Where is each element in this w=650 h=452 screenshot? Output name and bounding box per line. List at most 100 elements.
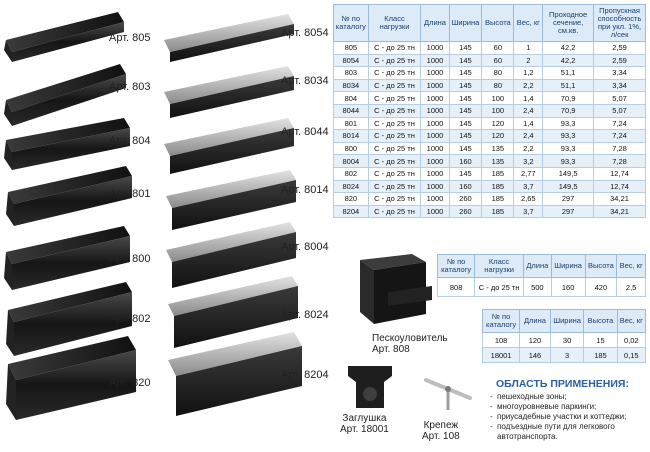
- table-cell: 5,07: [593, 91, 646, 105]
- end-cap-image: [348, 366, 392, 408]
- table-cell: 30: [549, 332, 585, 348]
- table-cell: 146: [519, 347, 551, 363]
- table-cell: 18001: [481, 347, 521, 363]
- table-cell: 145: [448, 41, 483, 55]
- table-cell: 2,4: [513, 103, 544, 118]
- table-cell: 160: [448, 179, 483, 194]
- right-products-pane: [164, 14, 302, 416]
- end-cap-caption-line2: Арт. 18001: [340, 424, 389, 435]
- table-cell: 8204: [333, 204, 369, 219]
- sand-header-catalog-no: № по каталогу: [436, 254, 476, 278]
- table-cell: 2: [513, 53, 544, 68]
- sand-header-load-class: Класс нагрузки: [474, 254, 524, 278]
- plug-header-weight: Вес, кг: [616, 309, 647, 333]
- channel-8044-image: [164, 118, 294, 174]
- table-cell: 1000: [420, 204, 450, 219]
- table-cell: 160: [550, 277, 586, 297]
- table-cell: С - до 25 тн: [367, 141, 422, 156]
- table-cell: 8014: [333, 129, 369, 143]
- table-cell: 1000: [420, 116, 450, 131]
- application-item-text: приусадебные участки и коттеджи;: [497, 412, 627, 421]
- header-weight: Вес, кг: [513, 4, 544, 42]
- table-cell: 185: [481, 166, 515, 181]
- table-cell: 260: [448, 192, 483, 206]
- table-cell: 93,3: [542, 116, 595, 131]
- sand-trap-caption-line1: Пескоуловитель: [372, 333, 448, 344]
- label-art-802: Арт. 802: [109, 313, 151, 325]
- table-cell: 260: [448, 204, 483, 219]
- main-spec-table: № по каталогу Класс нагрузки Длина Ширин…: [333, 4, 646, 219]
- channel-804-image: [4, 118, 130, 170]
- plug-fastener-table: № по каталогу Длина Ширина Высота Вес, к…: [481, 309, 647, 363]
- table-cell: 0,02: [616, 332, 647, 348]
- table-cell: 34,21: [593, 204, 646, 219]
- table-cell: 7,28: [593, 141, 646, 156]
- label-art-8034: Арт. 8034: [281, 75, 329, 87]
- channel-8024-image: [168, 276, 298, 348]
- table-cell: 297: [542, 204, 595, 219]
- header-height: Высота: [481, 4, 515, 42]
- table-cell: С - до 25 тн: [367, 166, 422, 181]
- table-cell: 1000: [420, 103, 450, 118]
- table-cell: 3,7: [513, 204, 544, 219]
- channel-802-image: [6, 282, 132, 356]
- table-cell: 185: [481, 192, 515, 206]
- table-cell: 15: [583, 332, 618, 348]
- table-cell: 297: [542, 192, 595, 206]
- channel-8004-image: [166, 222, 296, 288]
- table-cell: 1000: [420, 78, 450, 93]
- application-item: -многоуровневые паркинги;: [490, 402, 597, 411]
- application-item: автотранспорта.: [490, 432, 626, 442]
- header-capacity: Пропускная способность при укл. 1%, л/се…: [593, 4, 646, 42]
- table-cell: 3,7: [513, 179, 544, 194]
- label-art-803: Арт. 803: [109, 81, 151, 93]
- application-item-text: пешеходные зоны;: [497, 392, 567, 401]
- table-cell: С - до 25 тн: [367, 129, 422, 143]
- table-cell: 93,3: [542, 129, 595, 143]
- table-cell: С - до 25 тн: [367, 179, 422, 194]
- header-width: Ширина: [448, 4, 483, 42]
- table-cell: 500: [522, 277, 552, 297]
- end-cap-caption-line1: Заглушка: [342, 413, 387, 424]
- label-art-804: Арт. 804: [109, 135, 151, 147]
- table-cell: 120: [519, 332, 551, 348]
- fastener-caption: Крепеж Арт. 108: [422, 420, 460, 442]
- table-cell: 145: [448, 78, 483, 93]
- table-cell: 3: [549, 347, 585, 363]
- table-cell: 1000: [420, 179, 450, 194]
- sand-header-height: Высота: [584, 254, 618, 278]
- table-cell: С - до 25 тн: [367, 91, 422, 105]
- header-catalog-no: № по каталогу: [333, 4, 369, 42]
- label-art-8004: Арт. 8004: [281, 241, 329, 253]
- plug-header-height: Высота: [583, 309, 618, 333]
- label-art-8024: Арт. 8024: [281, 309, 329, 321]
- sand-trap-caption: Пескоуловитель Арт. 808: [372, 333, 448, 355]
- table-cell: 2,65: [513, 192, 544, 206]
- channel-805-image: [4, 12, 124, 62]
- label-art-800: Арт. 800: [109, 253, 151, 265]
- table-cell: 805: [333, 41, 369, 55]
- sand-header-weight: Вес, кг: [616, 254, 646, 278]
- table-cell: 135: [481, 154, 515, 168]
- label-art-8204: Арт. 8204: [281, 369, 329, 381]
- fastener-image: [424, 378, 472, 410]
- table-cell: 8054: [333, 53, 369, 68]
- table-cell: 0,15: [616, 347, 647, 363]
- table-cell: 145: [448, 103, 483, 118]
- table-cell: 120: [481, 129, 515, 143]
- table-cell: 1,4: [513, 116, 544, 131]
- application-item-text: подъездные пути для легкового: [497, 422, 615, 431]
- plug-table-header-row: № по каталогу Длина Ширина Высота Вес, к…: [481, 309, 647, 333]
- table-cell: 420: [584, 277, 618, 297]
- table-cell: 145: [448, 129, 483, 143]
- sand-table-header-row: № по каталогу Класс нагрузки Длина Ширин…: [436, 254, 646, 278]
- table-cell: С - до 25 тн: [367, 78, 422, 93]
- table-cell: 70,9: [542, 103, 595, 118]
- table-cell: 8034: [333, 78, 369, 93]
- channel-8204-image: [168, 332, 302, 416]
